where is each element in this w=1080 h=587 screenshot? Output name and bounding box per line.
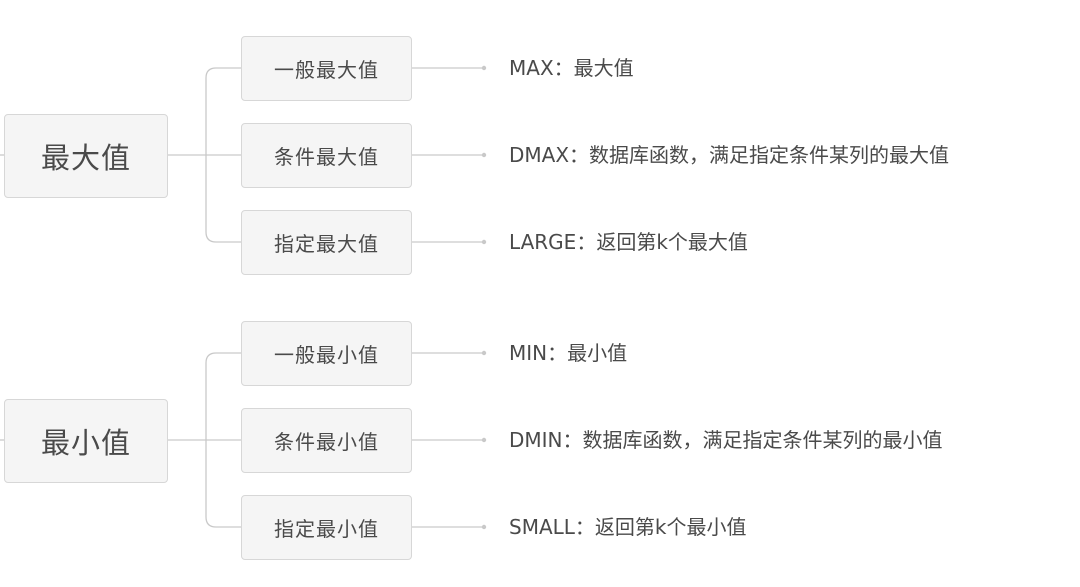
branch-node-specified-max[interactable]: 指定最大值 bbox=[241, 210, 412, 275]
leaf-desc-small: SMALL：返回第k个最小值 bbox=[509, 515, 747, 539]
connector-dot bbox=[481, 350, 487, 356]
leaf-desc-max: MAX：最大值 bbox=[509, 56, 634, 80]
branch-node-conditional-min[interactable]: 条件最小值 bbox=[241, 408, 412, 473]
leaf-desc-dmin: DMIN：数据库函数，满足指定条件某列的最小值 bbox=[509, 428, 943, 452]
branch-node-conditional-max[interactable]: 条件最大值 bbox=[241, 123, 412, 188]
connector-dot bbox=[481, 524, 487, 530]
connector-dot bbox=[481, 239, 487, 245]
branch-node-specified-min[interactable]: 指定最小值 bbox=[241, 495, 412, 560]
leaf-desc-min: MIN：最小值 bbox=[509, 341, 628, 365]
root-node-max[interactable]: 最大值 bbox=[4, 114, 168, 198]
connector-dot bbox=[481, 152, 487, 158]
branch-node-general-min[interactable]: 一般最小值 bbox=[241, 321, 412, 386]
leaf-desc-dmax: DMAX：数据库函数，满足指定条件某列的最大值 bbox=[509, 143, 950, 167]
connector-dot bbox=[481, 65, 487, 71]
connector-dot bbox=[481, 437, 487, 443]
branch-node-general-max[interactable]: 一般最大值 bbox=[241, 36, 412, 101]
leaf-desc-large: LARGE：返回第k个最大值 bbox=[509, 230, 748, 254]
root-node-min[interactable]: 最小值 bbox=[4, 399, 168, 483]
